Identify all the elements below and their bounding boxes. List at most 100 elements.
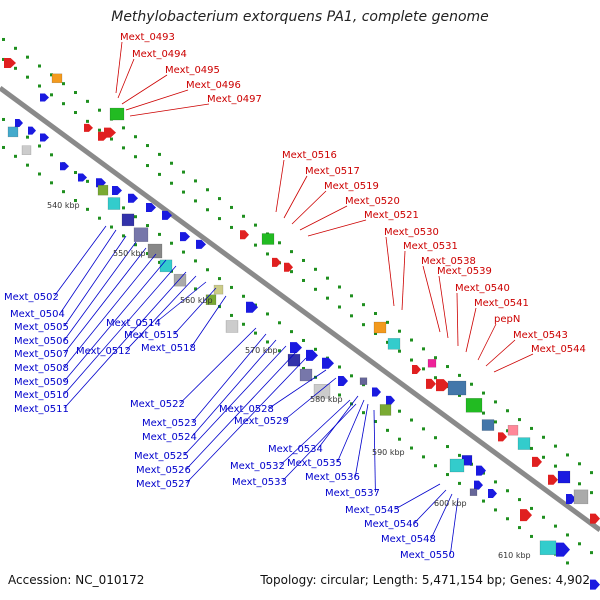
blue-gene-label: Mext_0524 <box>142 432 197 443</box>
blue-leader-line <box>126 275 197 351</box>
blue-gene-label: Mext_0545 <box>345 505 400 516</box>
track-dot <box>518 498 521 502</box>
track-dot <box>254 243 257 247</box>
track-dot <box>578 482 581 486</box>
red-gene-label: Mext_0543 <box>513 330 568 341</box>
track-dot <box>242 214 245 218</box>
blue-leader-line <box>414 489 447 524</box>
track-dot <box>278 241 281 245</box>
blue-gene-label: Mext_0528 <box>219 404 274 415</box>
red-gene-label: Mext_0531 <box>403 241 458 252</box>
track-dot <box>50 73 53 77</box>
gene-box <box>449 458 465 473</box>
blue-leader-line <box>186 357 307 484</box>
gene-box <box>557 470 571 484</box>
track-dot <box>194 199 197 203</box>
gene-arrow <box>96 178 106 188</box>
track-dot <box>218 197 221 201</box>
track-dot <box>530 534 533 538</box>
blue-leader-line <box>191 295 227 348</box>
track-dot <box>206 188 209 192</box>
gene-box <box>121 213 135 227</box>
gene-arrow <box>372 387 381 397</box>
track-dot <box>74 199 77 203</box>
blue-gene-label: Mext_0512 <box>76 346 131 357</box>
blue-gene-label: Mext_0527 <box>136 479 191 490</box>
red-leader-line <box>125 89 189 111</box>
map-title: Methylobacterium extorquens PA1, complet… <box>111 9 489 25</box>
gene-box <box>517 437 531 450</box>
track-dot <box>530 426 533 430</box>
blue-gene-label: Mext_0534 <box>268 444 323 455</box>
track-dot <box>74 111 77 115</box>
track-dot <box>62 82 65 86</box>
track-dot <box>314 267 317 271</box>
track-dot <box>578 462 581 466</box>
track-dot <box>194 259 197 263</box>
gene-arrow <box>412 365 421 375</box>
blue-leader-line <box>64 247 147 354</box>
track-dot <box>2 57 5 61</box>
track-dot <box>350 294 353 298</box>
gene-arrow <box>436 379 450 392</box>
track-dot <box>14 154 17 158</box>
blue-gene-label: Mext_0529 <box>234 416 289 427</box>
red-gene-label: Mext_0540 <box>455 283 510 294</box>
red-gene-label: Mext_0519 <box>324 181 379 192</box>
gene-arrow <box>78 173 87 182</box>
track-dot <box>158 232 161 236</box>
track-dot <box>206 268 209 272</box>
track-dot <box>230 205 233 209</box>
track-dot <box>182 250 185 254</box>
gene-arrow <box>162 210 172 220</box>
track-dot <box>422 347 425 351</box>
accession-text: Accession: NC_010172 <box>8 573 145 587</box>
gene-arrow <box>84 123 93 132</box>
gene-box <box>21 145 32 155</box>
gene-arrow <box>338 375 348 386</box>
red-gene-label: Mext_0538 <box>421 256 476 267</box>
track-dot <box>578 542 581 546</box>
gene-arrow <box>128 193 138 203</box>
blue-leader-line <box>180 327 257 404</box>
blue-leader-line <box>282 403 357 482</box>
blue-leader-line <box>64 241 137 341</box>
track-dot <box>86 207 89 211</box>
gene-arrow <box>590 513 600 524</box>
track-dot <box>62 190 65 194</box>
blue-leader-line <box>318 395 359 449</box>
gene-box <box>469 488 478 496</box>
dotted-tracks <box>2 37 593 565</box>
track-dot <box>218 277 221 281</box>
red-leader-line <box>438 275 449 339</box>
track-dot <box>14 66 17 70</box>
track-dot <box>518 418 521 422</box>
track-dot <box>530 446 533 450</box>
track-dot <box>230 313 233 317</box>
blue-gene-label: Mext_0548 <box>381 534 436 545</box>
track-dot <box>146 164 149 168</box>
red-gene-label: pepN <box>494 314 520 325</box>
track-dot <box>482 411 485 415</box>
gene-arrow <box>180 232 190 242</box>
track-dot <box>194 287 197 291</box>
track-dot <box>434 356 437 360</box>
track-dot <box>2 117 5 121</box>
red-gene-label: Mext_0516 <box>282 150 337 161</box>
gene-features <box>4 57 600 590</box>
gene-box <box>7 126 19 138</box>
gene-arrow <box>306 349 318 361</box>
track-dot <box>338 305 341 309</box>
track-dot <box>86 99 89 103</box>
track-dot <box>458 373 461 377</box>
track-dot <box>254 223 257 227</box>
blue-gene-label: Mext_0514 <box>106 318 161 329</box>
blue-gene-label: Mext_0508 <box>14 363 69 374</box>
genome-summary-text: Topology: circular; Length: 5,471,154 bp… <box>260 573 590 587</box>
track-dot <box>434 376 437 380</box>
blue-leader-line <box>373 409 376 493</box>
track-dot <box>482 391 485 395</box>
track-dot <box>506 429 509 433</box>
track-dot <box>494 508 497 512</box>
